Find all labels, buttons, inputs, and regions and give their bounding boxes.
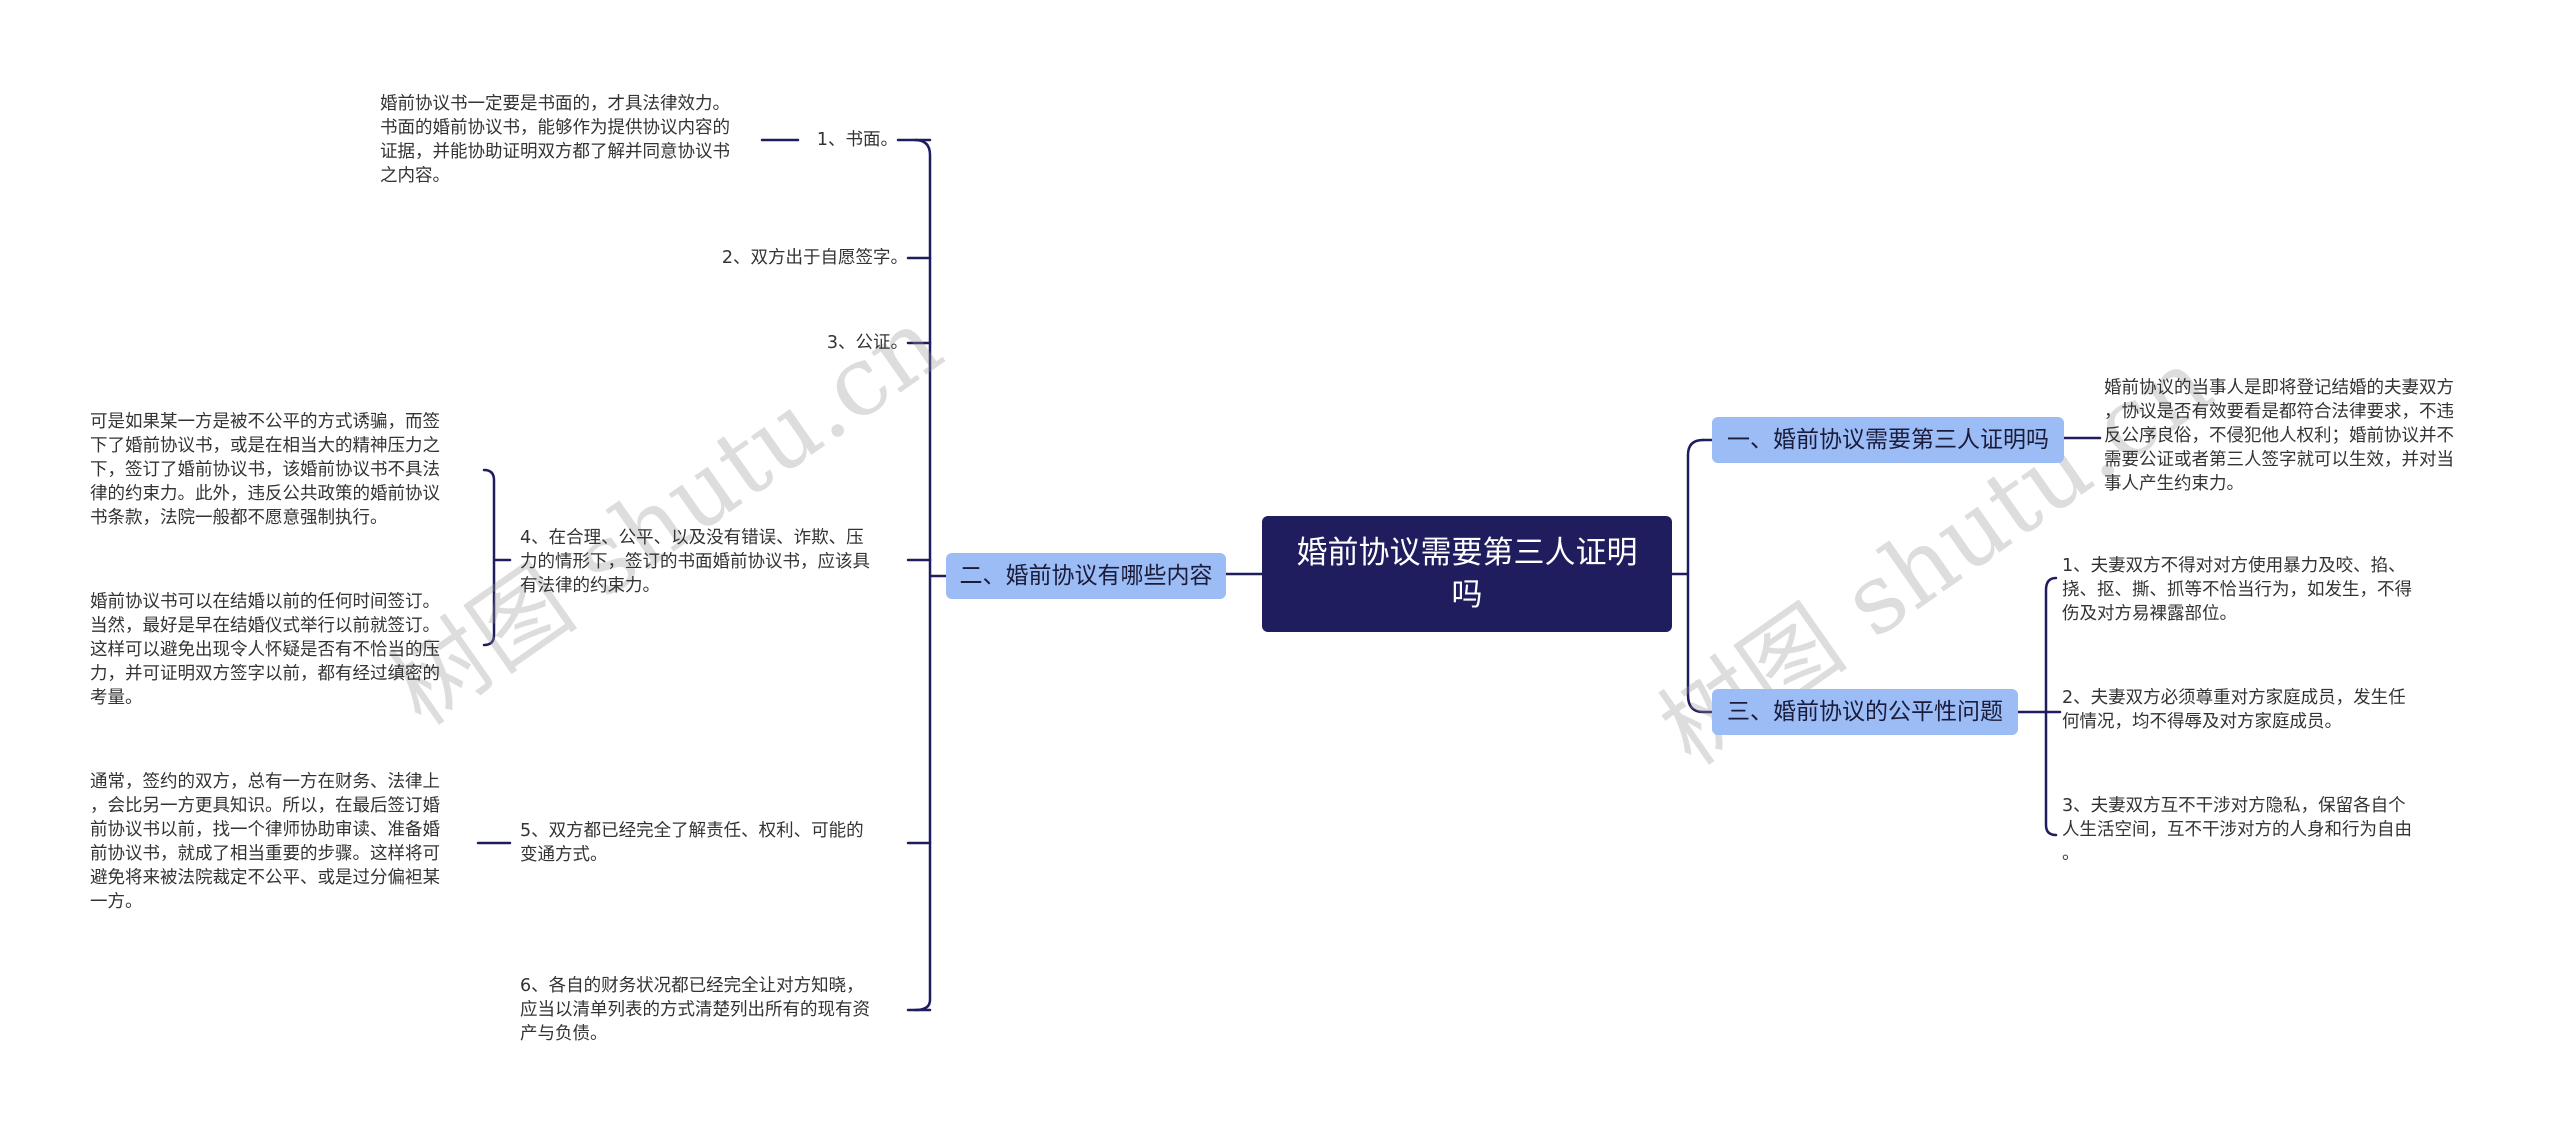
left-item-1[interactable]: 1、书面。 [816, 130, 898, 150]
root-topic-line1: 婚前协议需要第三人证明 [1296, 535, 1638, 571]
branch-right-top[interactable]: 一、婚前协议需要第三人证明吗 [1712, 417, 2064, 463]
left-item-2[interactable]: 2、双方出于自愿签字。 [721, 248, 908, 268]
left-item-3[interactable]: 3、公证。 [826, 333, 908, 353]
left-item-4[interactable]: 4、在合理、公平、以及没有错误、诈欺、压 力的情形下，签订的书面婚前协议书，应该… [520, 528, 870, 596]
root-topic[interactable]: 婚前协议需要第三人证明 吗 [1262, 516, 1672, 632]
right-bottom-item-3[interactable]: 3、夫妻双方互不干涉对方隐私，保留各自个 人生活空间，互不干涉对方的人身和行为自… [2062, 796, 2412, 864]
right-bottom-item-1[interactable]: 1、夫妻双方不得对对方使用暴力及咬、掐、 挠、抠、撕、抓等不恰当行为，如发生，不… [2062, 556, 2412, 624]
branch-right-bottom[interactable]: 三、婚前协议的公平性问题 [1712, 689, 2018, 735]
link-left-spine [913, 138, 948, 1012]
left-item-5[interactable]: 5、双方都已经完全了解责任、权利、可能的 变通方式。 [520, 821, 864, 865]
link-root-right [1670, 438, 1705, 714]
right-bottom-item-2[interactable]: 2、夫妻双方必须尊重对方家庭成员，发生任 何情况，均不得辱及对方家庭成员。 [2062, 688, 2406, 732]
detail-item4b[interactable]: 婚前协议书可以在结婚以前的任何时间签订。 当然，最好是早在结婚仪式举行以前就签订… [90, 592, 440, 708]
detail-item1[interactable]: 婚前协议书一定要是书面的，才具法律效力。 书面的婚前协议书，能够作为提供协议内容… [380, 94, 730, 186]
detail-right-top[interactable]: 婚前协议的当事人是即将登记结婚的夫妻双方 ，协议是否有效要看是都符合法律要求，不… [2104, 378, 2454, 494]
detail-item5[interactable]: 通常，签约的双方，总有一方在财务、法律上 ，会比另一方更具知识。所以，在最后签订… [90, 772, 440, 912]
left-item-6[interactable]: 6、各自的财务状况都已经完全让对方知晓， 应当以清单列表的方式清楚列出所有的现有… [520, 976, 870, 1044]
branch-left[interactable]: 二、婚前协议有哪些内容 [946, 553, 1226, 599]
detail-item4a[interactable]: 可是如果某一方是被不公平的方式诱骗，而签 下了婚前协议书，或是在相当大的精神压力… [90, 412, 440, 528]
root-topic-line2: 吗 [1451, 577, 1483, 613]
link-right-bottom-items [2016, 576, 2062, 837]
link-item4-details [482, 468, 512, 647]
